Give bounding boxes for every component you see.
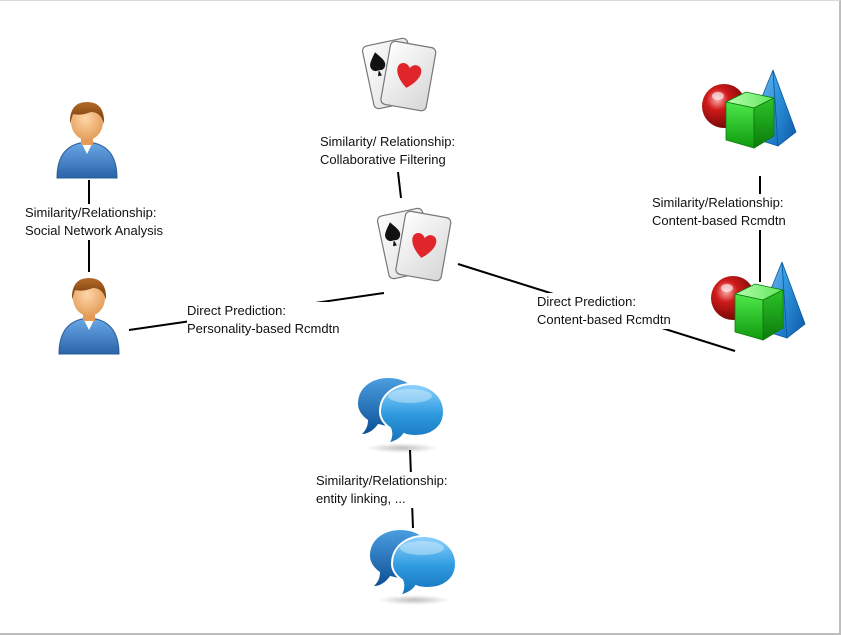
- label-line: entity linking, ...: [316, 491, 406, 506]
- geometric-shapes-icon-top: [701, 69, 797, 149]
- label-line: Content-based Rcmdtn: [652, 213, 786, 228]
- label-line: Personality-based Rcmdtn: [187, 321, 340, 336]
- speech-bubbles-icon-bottom: [369, 529, 457, 606]
- label-line: Collaborative Filtering: [320, 152, 446, 167]
- person-icon-top: [56, 101, 118, 179]
- person-icon-bottom: [58, 277, 120, 355]
- label-collaborative-filtering: Similarity/ Relationship: Collaborative …: [320, 133, 455, 169]
- label-line: Similarity/Relationship:: [25, 205, 157, 220]
- label-line: Similarity/Relationship:: [316, 473, 448, 488]
- label-content-based-prediction: Direct Prediction: Content-based Rcmdtn: [537, 293, 671, 329]
- label-line: Direct Prediction:: [537, 294, 636, 309]
- label-line: Direct Prediction:: [187, 303, 286, 318]
- edge-cards-to-cards: [397, 171, 402, 199]
- label-content-based-similarity: Similarity/Relationship: Content-based R…: [652, 194, 786, 230]
- speech-bubbles-icon-top: [357, 377, 445, 454]
- label-personality-prediction: Direct Prediction: Personality-based Rcm…: [187, 302, 340, 338]
- playing-cards-icon-middle: [375, 206, 453, 283]
- label-social-network-analysis: Similarity/Relationship: Social Network …: [25, 204, 163, 240]
- label-line: Content-based Rcmdtn: [537, 312, 671, 327]
- label-entity-linking: Similarity/Relationship: entity linking,…: [316, 472, 448, 508]
- playing-cards-icon-top: [360, 36, 438, 113]
- label-line: Similarity/ Relationship:: [320, 134, 456, 149]
- label-line: Similarity/Relationship:: [652, 195, 784, 210]
- label-line: Social Network Analysis: [25, 223, 163, 238]
- geometric-shapes-icon-bottom: [710, 261, 806, 341]
